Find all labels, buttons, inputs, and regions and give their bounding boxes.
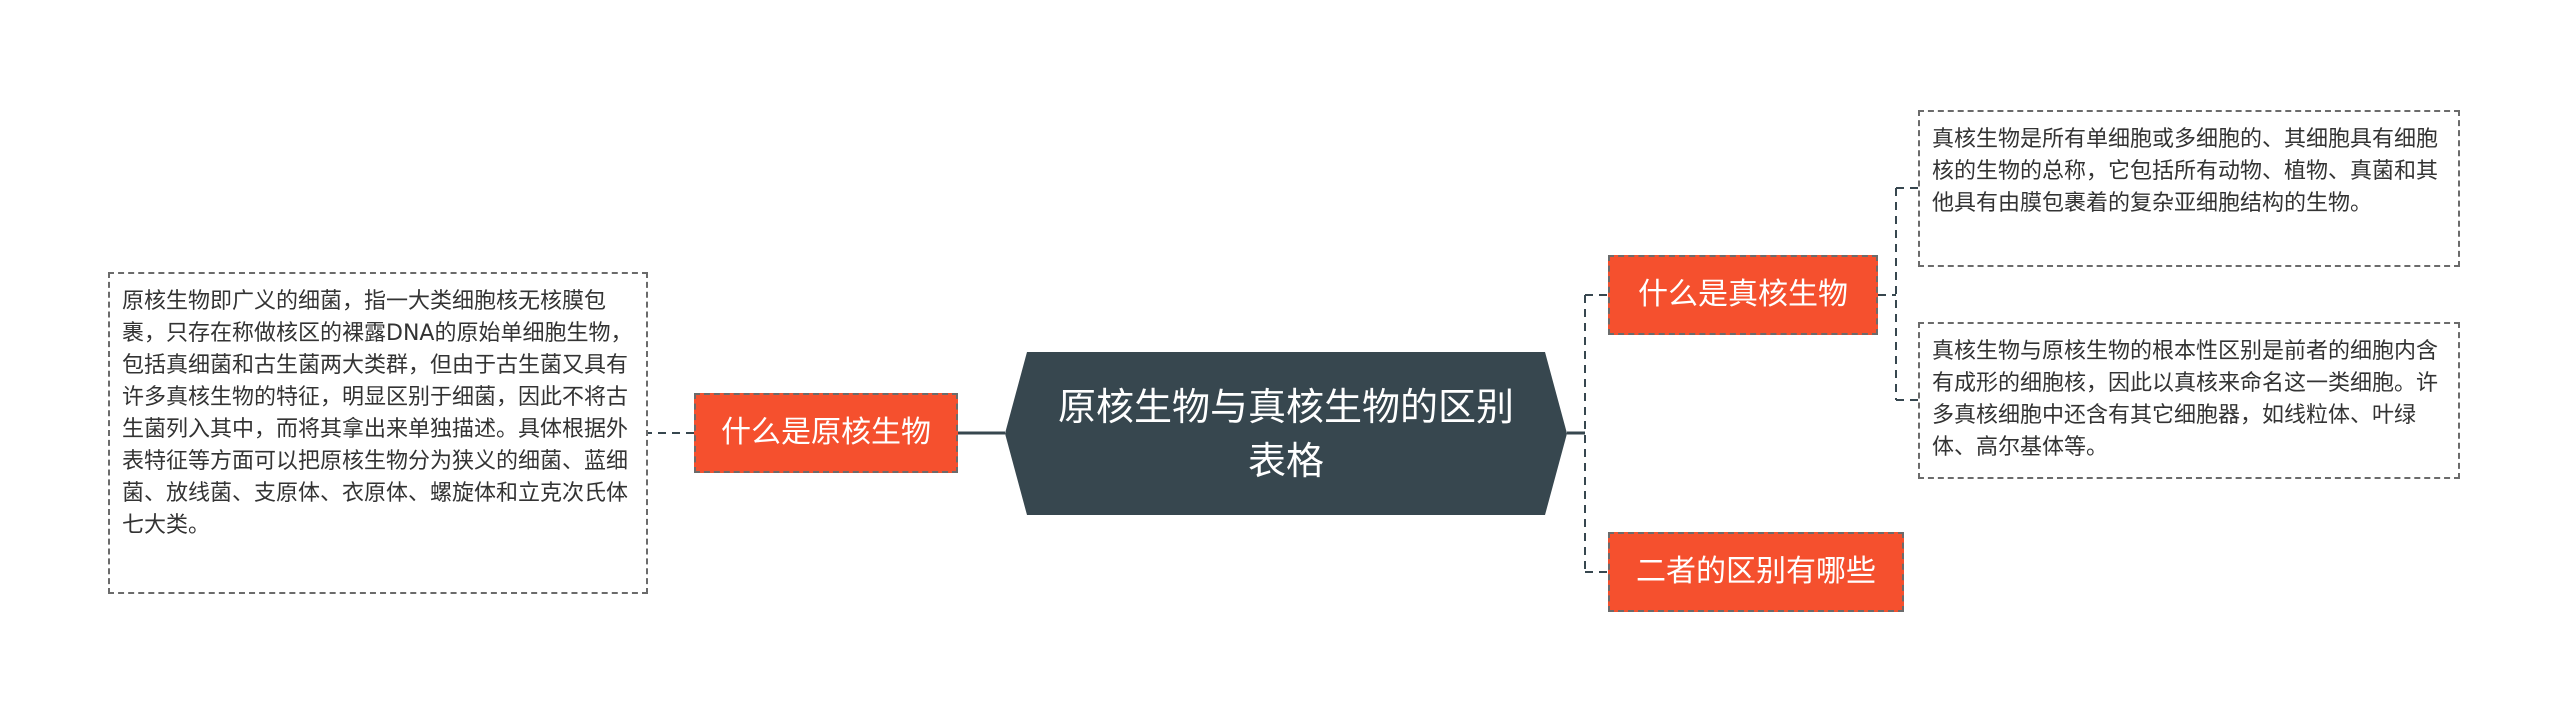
detail-prokaryote-definition[interactable]: 原核生物即广义的细菌，指一大类细胞核无核膜包裹，只存在称做核区的裸露DNA的原始… xyxy=(108,272,648,594)
detail-prokaryote-text: 原核生物即广义的细菌，指一大类细胞核无核膜包裹，只存在称做核区的裸露DNA的原始… xyxy=(122,289,633,538)
branch-what-is-prokaryote[interactable]: 什么是原核生物 xyxy=(694,393,958,473)
detail-eukaryote-difference[interactable]: 真核生物与原核生物的根本性区别是前者的细胞内含有成形的细胞核，因此以真核来命名这… xyxy=(1918,322,2460,479)
central-topic-label: 原核生物与真核生物的区别表格 xyxy=(1057,384,1514,483)
central-topic[interactable]: 原核生物与真核生物的区别表格 xyxy=(1005,352,1567,515)
detail-eukaryote-difference-text: 真核生物与原核生物的根本性区别是前者的细胞内含有成形的细胞核，因此以真核来命名这… xyxy=(1932,339,2439,460)
detail-eukaryote-definition-text: 真核生物是所有单细胞或多细胞的、其细胞具有细胞核的生物的总称，它包括所有动物、植… xyxy=(1932,127,2439,216)
branch-what-is-prokaryote-label: 什么是原核生物 xyxy=(721,415,931,450)
branch-what-is-eukaryote-label: 什么是真核生物 xyxy=(1638,277,1848,312)
branch-differences[interactable]: 二者的区别有哪些 xyxy=(1608,532,1904,612)
branch-what-is-eukaryote[interactable]: 什么是真核生物 xyxy=(1608,255,1878,335)
branch-differences-label: 二者的区别有哪些 xyxy=(1636,554,1876,589)
detail-eukaryote-definition[interactable]: 真核生物是所有单细胞或多细胞的、其细胞具有细胞核的生物的总称，它包括所有动物、植… xyxy=(1918,110,2460,267)
